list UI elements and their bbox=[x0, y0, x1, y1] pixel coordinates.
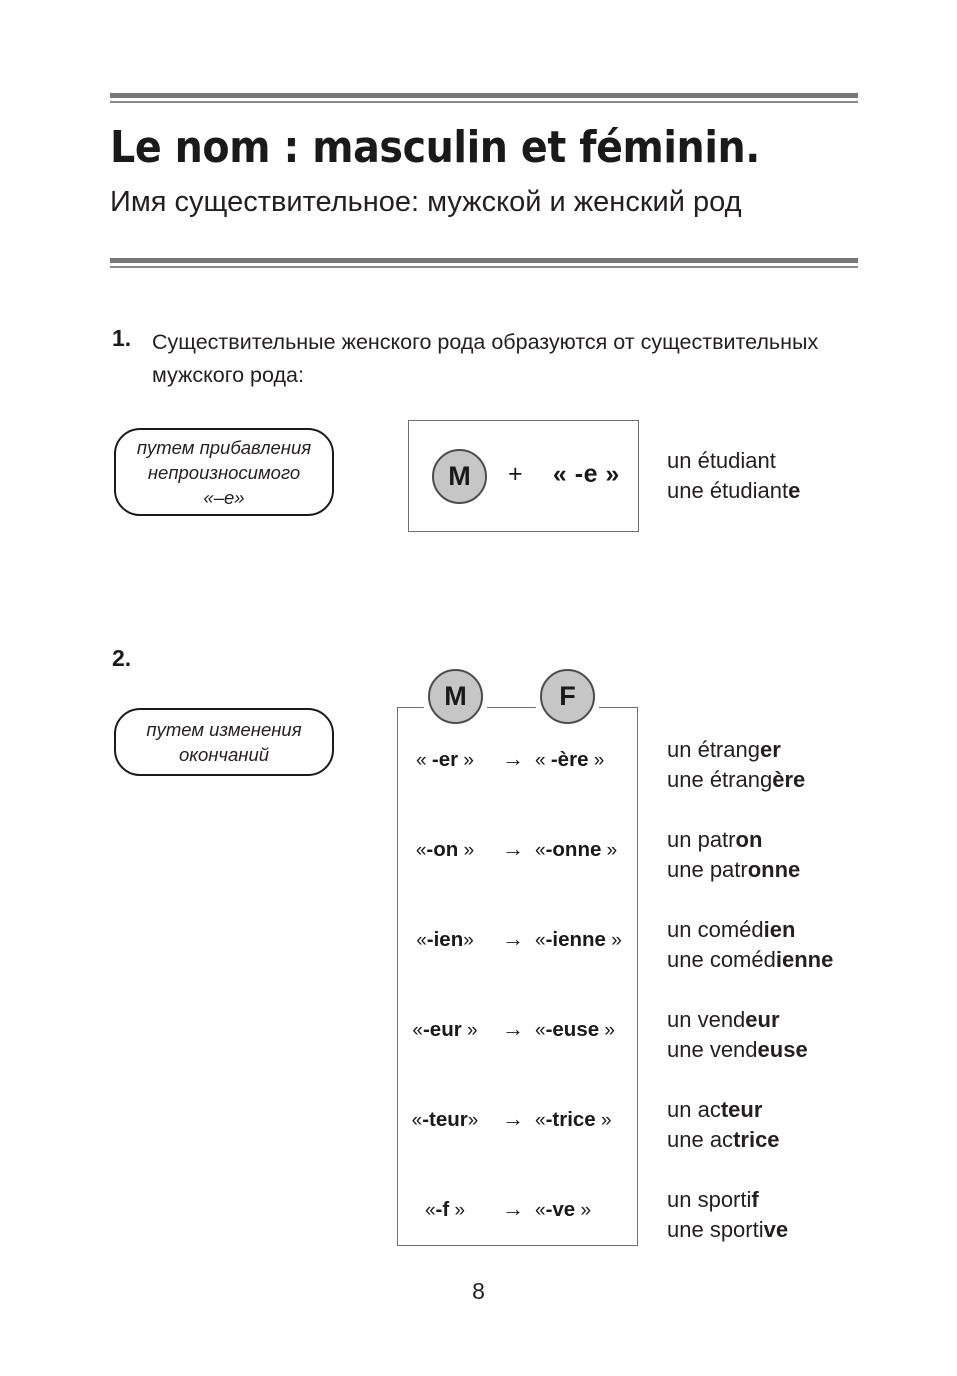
example-feminine-stem: une sporti bbox=[667, 1217, 764, 1242]
example-pair-1: un étranger une étrangère bbox=[667, 735, 805, 795]
row-target: «-ienne » bbox=[535, 928, 622, 951]
example-feminine-ending: trice bbox=[733, 1127, 780, 1152]
column-label-feminine: F bbox=[540, 669, 595, 724]
arrow-icon: → bbox=[502, 926, 524, 951]
example-pair-6: un sportif une sportive bbox=[667, 1185, 788, 1245]
row-source: «-f » bbox=[424, 1198, 466, 1221]
example-feminine: une étudiante bbox=[667, 476, 800, 506]
rule-box-2 bbox=[397, 707, 638, 1246]
example-feminine-ending: euse bbox=[757, 1037, 808, 1062]
page-number: 8 bbox=[472, 1278, 485, 1304]
example-masculine-stem: un étrang bbox=[667, 737, 760, 762]
example-masculine-stem: un ac bbox=[667, 1097, 721, 1122]
example-masculine: un vendeur bbox=[667, 1005, 808, 1035]
example-feminine-stem: une étudiant bbox=[667, 478, 789, 503]
arrow-icon: → bbox=[502, 1196, 524, 1221]
example-feminine-ending: ve bbox=[763, 1217, 789, 1242]
callout-box-2: путем изменения окончаний bbox=[114, 708, 334, 776]
row-source: «-on » bbox=[415, 838, 475, 861]
row-target: «-ve » bbox=[535, 1198, 592, 1221]
table-row: «-teur» → «-trice » bbox=[397, 1106, 638, 1132]
table-row: «-on » → «-onne » bbox=[397, 836, 638, 862]
callout-2-line-1: путем изменения bbox=[146, 719, 302, 740]
example-pair-0: un étudiant une étudiante bbox=[667, 446, 800, 506]
example-feminine-ending: e bbox=[788, 478, 801, 503]
arrow-icon: → bbox=[502, 1106, 524, 1131]
example-masculine-ending: eur bbox=[745, 1007, 780, 1032]
example-masculine-stem: un sporti bbox=[667, 1187, 752, 1212]
example-masculine: un sportif bbox=[667, 1185, 788, 1215]
suffix-token: « -e » bbox=[552, 460, 620, 488]
example-feminine-ending: onne bbox=[747, 857, 801, 882]
example-masculine: un patron bbox=[667, 825, 800, 855]
row-source: «-teur» bbox=[411, 1108, 479, 1131]
callout-box-1: путем прибавления непроизносимого «–e» bbox=[114, 428, 334, 516]
row-target: «-onne » bbox=[535, 838, 618, 861]
example-pair-5: un acteur une actrice bbox=[667, 1095, 780, 1155]
column-label-masculine: M bbox=[428, 669, 483, 724]
example-feminine-ending: ère bbox=[772, 767, 806, 792]
arrow-icon: → bbox=[502, 836, 524, 861]
page-title-french: Le nom : masculin et féminin. bbox=[110, 122, 760, 173]
table-row: «-eur » → «-euse » bbox=[397, 1016, 638, 1042]
rule-thin-line bbox=[110, 101, 858, 103]
rule-thick-line bbox=[110, 258, 858, 263]
example-masculine: un acteur bbox=[667, 1095, 780, 1125]
example-masculine-stem: un patr bbox=[667, 827, 736, 852]
row-source: «-eur » bbox=[412, 1018, 478, 1041]
example-feminine-stem: une ac bbox=[667, 1127, 734, 1152]
example-masculine: un étudiant bbox=[667, 446, 800, 476]
example-masculine-ending: ien bbox=[763, 917, 796, 942]
callout-2-line-2: окончаний bbox=[178, 744, 270, 765]
rule-formula-1: + « -e » bbox=[508, 460, 620, 489]
rule-thin-line bbox=[110, 266, 858, 268]
section-1-text: Существительные женского рода образуются… bbox=[152, 330, 819, 387]
plus-operator: + bbox=[508, 460, 524, 488]
callout-1-line-1: путем прибавления bbox=[136, 436, 312, 458]
example-feminine: une étrangère bbox=[667, 765, 805, 795]
table-row: « -er » → « -ère » bbox=[397, 746, 638, 772]
example-feminine: une sportive bbox=[667, 1215, 788, 1245]
section-2-number: 2. bbox=[112, 645, 132, 671]
example-masculine-stem: un vend bbox=[667, 1007, 746, 1032]
example-masculine-ending: on bbox=[735, 827, 763, 852]
row-target: «-trice » bbox=[535, 1108, 612, 1131]
gender-circle-masculine: M bbox=[432, 449, 487, 504]
example-feminine: une comédienne bbox=[667, 945, 833, 975]
example-masculine: un comédien bbox=[667, 915, 833, 945]
section-1-number: 1. bbox=[112, 325, 132, 351]
example-masculine-ending: er bbox=[759, 737, 781, 762]
example-masculine-ending: teur bbox=[720, 1097, 763, 1122]
row-source: « -er » bbox=[416, 748, 474, 771]
example-pair-4: un vendeur une vendeuse bbox=[667, 1005, 808, 1065]
row-source: «-ien» bbox=[416, 928, 474, 951]
example-masculine-stem: un étudiant bbox=[667, 448, 776, 473]
example-feminine-stem: une vend bbox=[667, 1037, 758, 1062]
example-feminine-stem: une étrang bbox=[667, 767, 773, 792]
example-feminine: une actrice bbox=[667, 1125, 780, 1155]
example-pair-2: un patron une patronne bbox=[667, 825, 800, 885]
header-rule-top bbox=[110, 93, 858, 103]
page-title-russian: Имя существительное: мужской и женский р… bbox=[110, 186, 742, 218]
example-masculine-ending: f bbox=[751, 1187, 759, 1212]
row-target: « -ère » bbox=[535, 748, 605, 771]
example-masculine-stem: un coméd bbox=[667, 917, 764, 942]
example-feminine-ending: ienne bbox=[775, 947, 834, 972]
example-pair-3: un comédien une comédienne bbox=[667, 915, 833, 975]
example-masculine: un étranger bbox=[667, 735, 805, 765]
example-feminine: une patronne bbox=[667, 855, 800, 885]
table-row: «-ien» → «-ienne » bbox=[397, 926, 638, 952]
arrow-icon: → bbox=[502, 746, 524, 771]
callout-1-line-2: непроизносимого bbox=[147, 461, 301, 483]
rule-thick-line bbox=[110, 93, 858, 98]
row-target: «-euse » bbox=[535, 1018, 615, 1041]
example-feminine: une vendeuse bbox=[667, 1035, 808, 1065]
header-rule-bottom bbox=[110, 258, 858, 268]
arrow-icon: → bbox=[502, 1016, 524, 1041]
example-feminine-stem: une patr bbox=[667, 857, 748, 882]
table-row: «-f » → «-ve » bbox=[397, 1196, 638, 1222]
callout-1-line-3: «–e» bbox=[203, 486, 245, 508]
example-feminine-stem: une coméd bbox=[667, 947, 776, 972]
